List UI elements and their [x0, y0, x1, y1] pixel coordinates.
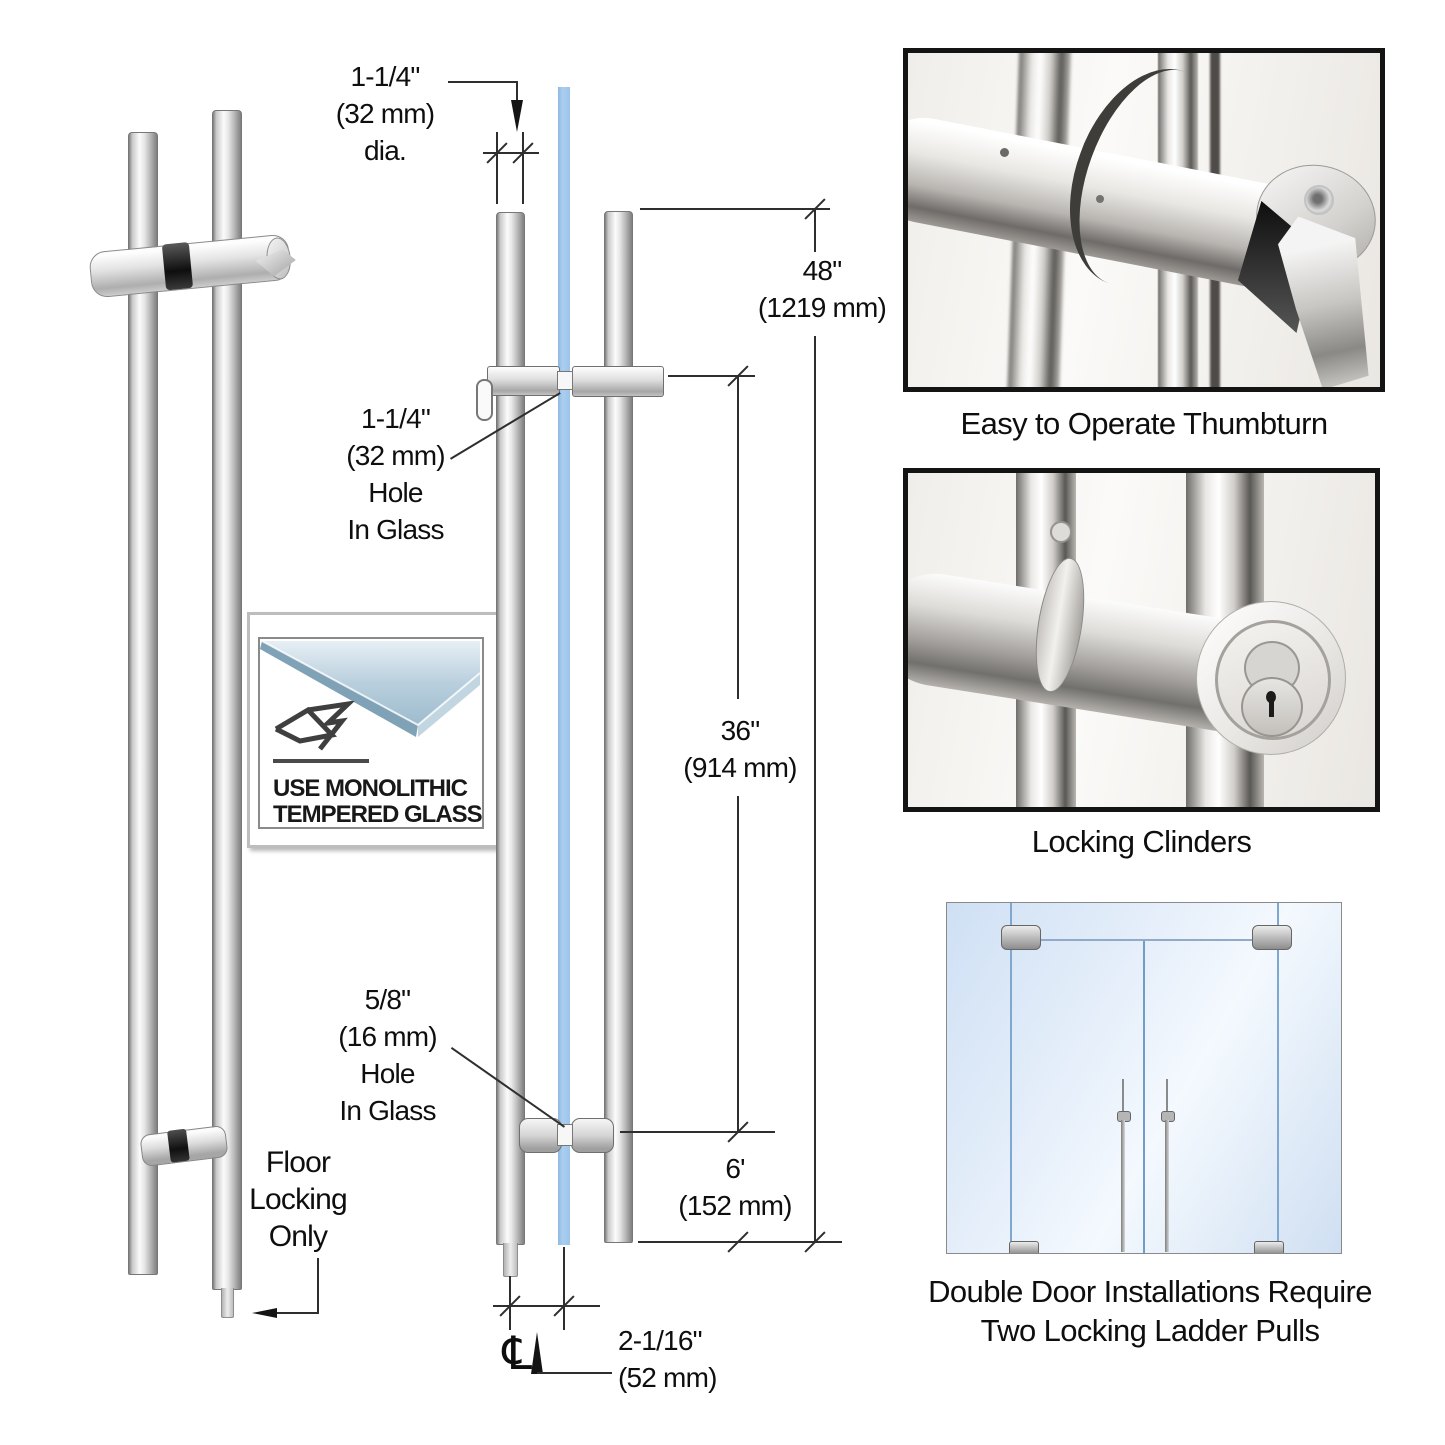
badge-logo-icon: [274, 701, 355, 751]
dia-ext-right: [522, 132, 524, 204]
interior-thumbturn-tab: [476, 379, 493, 421]
lock-body-interior: [487, 366, 560, 396]
dia-leader-v: [516, 81, 518, 103]
dim-6-label: 6' (152 mm): [678, 1153, 792, 1221]
h48-ext-line: [640, 208, 830, 210]
floor-locking-label: Floor Locking Only: [249, 1146, 348, 1253]
h48-dim-lower: [814, 336, 816, 1242]
bottom-fitting-interior: [519, 1118, 562, 1153]
double-door-illustration: [946, 902, 1342, 1254]
badge-inner-frame: USE MONOLITHIC TEMPERED GLASS: [258, 637, 484, 829]
photo1-screw-dot2: [1096, 195, 1104, 203]
dim-hole-bottom-label: 5/8" (16 mm) Hole In Glass: [338, 984, 437, 1126]
dia-dim-line: [483, 152, 539, 154]
locking-cylinders-photo: [903, 468, 1380, 812]
dim-2-1-16-label: 2-1/16" (52 mm): [618, 1325, 717, 1393]
arrow-up-icon: [531, 1332, 543, 1374]
ladder-pull-right-bar: [1165, 1120, 1169, 1252]
handle-tube-rear: [128, 132, 158, 1275]
thumbturn-caption: Easy to Operate Thumbturn: [960, 406, 1329, 441]
locking-cylinders-caption: Locking Clinders: [1031, 824, 1252, 859]
keyhole-slot: [1269, 699, 1274, 717]
floor-leader-horizontal: [276, 1312, 319, 1314]
dia-ext-left: [496, 132, 498, 204]
photo1-screw-dot: [1000, 148, 1009, 157]
h36-dim-upper: [737, 377, 739, 699]
arrow-left-icon: [252, 1308, 277, 1318]
door-divider-left: [1010, 903, 1012, 1253]
glass-panel-edge: [558, 87, 570, 1245]
centerline-symbol: ℄: [502, 1326, 533, 1380]
arrow-down-icon: [511, 100, 523, 132]
keyhole-icon: [1266, 691, 1276, 703]
tempered-glass-badge: USE MONOLITHIC TEMPERED GLASS: [247, 612, 503, 848]
bottom-glass-connector: [557, 1124, 573, 1146]
patch-fitting-top-left: [1001, 925, 1041, 950]
h48-dim-upper: [814, 210, 816, 252]
thumbturn-photo: [903, 48, 1385, 392]
ladder-pull-right-top: [1166, 1079, 1168, 1115]
photo2-screw: [1050, 521, 1072, 543]
section-floor-pin: [503, 1243, 518, 1277]
patch-fitting-bottom-right: [1254, 1241, 1284, 1253]
floor-leader-vertical: [317, 1258, 319, 1314]
glass-ext-line: [563, 1247, 565, 1330]
dim-hole-top-label: 1-1/4" (32 mm) Hole In Glass: [346, 403, 445, 545]
h36-ext-line: [668, 375, 755, 377]
dim-36-label: 36" (914 mm): [683, 715, 797, 783]
patch-fitting-top-right: [1252, 925, 1292, 950]
photo1-keyhole-dot: [1304, 185, 1334, 215]
floor-lock-pin: [221, 1288, 234, 1318]
lock-body-cylinder: [88, 233, 293, 299]
cl-dim-line: [493, 1305, 600, 1307]
ladder-pull-left-top: [1122, 1079, 1124, 1115]
badge-logo-underline: [273, 759, 369, 763]
lower-clamp-ring: [167, 1128, 190, 1163]
badge-text-line1: USE MONOLITHIC: [273, 775, 468, 802]
ladder-pull-left-bar: [1121, 1120, 1125, 1252]
badge-text-line2: TEMPERED GLASS: [273, 801, 482, 828]
cl-leader-h: [537, 1372, 612, 1374]
dim-48-label: 48" (1219 mm): [757, 255, 887, 323]
handle-tube-front: [212, 110, 242, 1290]
through-glass-connector: [557, 371, 573, 390]
door-center-gap: [1143, 939, 1145, 1253]
door-divider-right: [1277, 903, 1279, 1253]
h6-top-line: [620, 1131, 775, 1133]
double-door-caption: Double Door Installations Require Two Lo…: [928, 1274, 1372, 1348]
lock-body-exterior: [572, 366, 664, 397]
dia-leader-h: [448, 81, 518, 83]
bottom-fitting-exterior: [571, 1118, 614, 1153]
dim-diameter-label: 1-1/4" (32 mm) dia.: [335, 61, 435, 166]
tempered-glass-icon: [260, 640, 481, 737]
h6-bottom-line: [638, 1241, 842, 1243]
h36-dim-lower: [737, 796, 739, 1133]
transom-line: [1010, 939, 1279, 941]
clamp-ring: [161, 242, 194, 291]
patch-fitting-bottom-left: [1009, 1241, 1039, 1253]
